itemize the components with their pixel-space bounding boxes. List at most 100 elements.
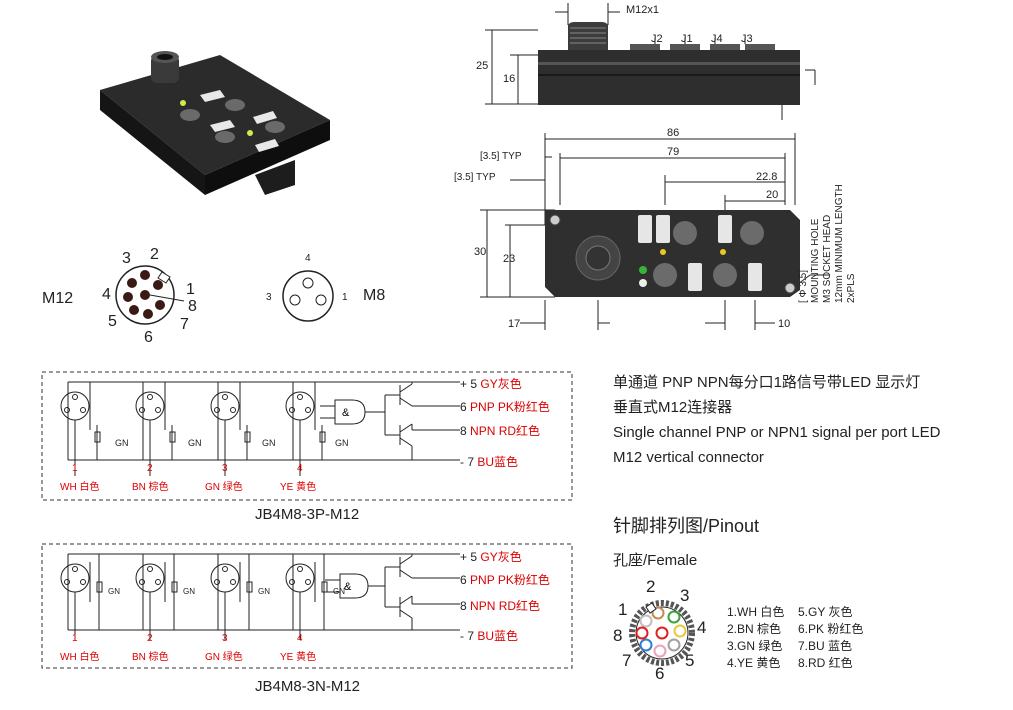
mounting-line-4: 12mm MINIMUM LENGTH bbox=[834, 184, 845, 303]
schematic2-port-1: 1 bbox=[72, 633, 78, 644]
legend-item: 5.GY 灰色 bbox=[798, 605, 853, 619]
female-pin-hole-6 bbox=[653, 644, 667, 658]
schematic1-led-2: GN bbox=[188, 438, 202, 448]
schematic1-port-4: 4 bbox=[297, 463, 303, 474]
top-typ-2: [3.5] TYP bbox=[454, 172, 496, 183]
schematic2-color-1: WH 白色 bbox=[60, 652, 100, 663]
legend-item: 1.WH 白色 bbox=[727, 605, 785, 619]
female-pin-hole-5 bbox=[667, 638, 681, 652]
out-num: 8 bbox=[460, 424, 467, 438]
npn-gate-symbol: & bbox=[344, 581, 352, 593]
schematic1-out-7: - 7 BU蓝色 bbox=[460, 453, 518, 470]
mounting-line-5: 2xPLS bbox=[846, 273, 857, 303]
schematic-npn: & bbox=[41, 543, 573, 669]
m12-pin-7: 7 bbox=[180, 316, 189, 333]
legend-item: 8.RD 红色 bbox=[798, 656, 853, 670]
description: 单通道 PNP NPN每分口1路信号带LED 显示灯 垂直式M12连接器 Sin… bbox=[613, 372, 1003, 469]
out-label: GY灰色 bbox=[480, 550, 522, 564]
m8-pin-diagram bbox=[282, 270, 334, 322]
side-jack-j4: J4 bbox=[711, 33, 723, 45]
m8-pin-1: 1 bbox=[342, 292, 348, 303]
out-num: - 7 bbox=[460, 629, 475, 643]
mounting-line-3: M3 SOCKET HEAD bbox=[822, 214, 833, 303]
out-label: NPN RD红色 bbox=[470, 599, 541, 613]
female-pin-hole-center bbox=[655, 626, 669, 640]
schematic2-led-3: GN bbox=[258, 587, 270, 596]
description-line-1: 单通道 PNP NPN每分口1路信号带LED 显示灯 bbox=[613, 374, 921, 391]
top-dim-22-8: 22.8 bbox=[756, 171, 778, 183]
m12-pin-5: 5 bbox=[108, 313, 117, 330]
out-label: PNP PK粉红色 bbox=[470, 573, 550, 587]
out-num: 8 bbox=[460, 599, 467, 613]
schematic1-color-3: GN 绿色 bbox=[205, 482, 243, 493]
side-jack-j3: J3 bbox=[741, 33, 753, 45]
schematic1-led-1: GN bbox=[115, 438, 129, 448]
m12-pin-1: 1 bbox=[186, 281, 195, 298]
schematic2-port-4: 4 bbox=[297, 633, 303, 644]
female-pin-hole-1 bbox=[639, 614, 653, 628]
pnp-gate-symbol: & bbox=[342, 407, 350, 419]
schematic2-out-5: + 5 GY灰色 bbox=[460, 548, 522, 565]
top-dim-86: 86 bbox=[667, 127, 680, 139]
m12-pin-diagram bbox=[115, 265, 185, 325]
schematic1-color-1: WH 白色 bbox=[60, 482, 100, 493]
side-view-drawing bbox=[485, 3, 816, 120]
top-dim-10: 10 bbox=[778, 318, 791, 330]
schematic2-led-2: GN bbox=[183, 587, 195, 596]
side-dim-25: 25 bbox=[476, 60, 489, 72]
female-pin-5: 5 bbox=[685, 651, 695, 670]
mounting-note: [ Φ 3.5] MOUNTING HOLE M3 SOCKET HEAD 12… bbox=[798, 184, 858, 303]
top-typ-1: [3.5] TYP bbox=[480, 151, 522, 162]
m8-label: M8 bbox=[363, 287, 386, 304]
schematic1-out-8: 8 NPN RD红色 bbox=[460, 422, 540, 439]
schematic2-caption: JB4M8-3N-M12 bbox=[255, 678, 361, 695]
product-photo bbox=[100, 51, 330, 195]
schematic1-port-2: 2 bbox=[147, 463, 153, 474]
out-label: PNP PK粉红色 bbox=[470, 400, 550, 414]
female-pin-hole-4 bbox=[673, 624, 687, 638]
top-dim-79: 79 bbox=[667, 146, 680, 158]
top-dim-17: 17 bbox=[508, 318, 521, 330]
legend-item: 6.PK 粉红色 bbox=[798, 622, 864, 636]
top-dim-23: 23 bbox=[503, 253, 516, 265]
m12-pin-2: 2 bbox=[150, 246, 159, 263]
description-line-4: M12 vertical connector bbox=[613, 449, 764, 466]
schematic1-color-2: BN 棕色 bbox=[132, 482, 169, 493]
schematic2-out-8: 8 NPN RD红色 bbox=[460, 597, 540, 614]
out-num: 6 bbox=[460, 573, 467, 587]
female-pin-7: 7 bbox=[622, 651, 632, 670]
m12-pin-8: 8 bbox=[188, 298, 197, 315]
schematic2-port-2: 2 bbox=[147, 633, 153, 644]
female-pin-8: 8 bbox=[613, 626, 623, 645]
out-label: NPN RD红色 bbox=[470, 424, 541, 438]
mounting-line-2: MOUNTING HOLE bbox=[810, 218, 821, 303]
out-num: 6 bbox=[460, 400, 467, 414]
side-thread-label: M12x1 bbox=[626, 4, 660, 16]
schematic2-color-3: GN 绿色 bbox=[205, 652, 243, 663]
female-pin-4: 4 bbox=[697, 618, 707, 637]
side-jack-j2: J2 bbox=[651, 33, 663, 45]
pin-legend-right: 5.GY 灰色 6.PK 粉红色 7.BU 蓝色 8.RD 红色 bbox=[798, 604, 863, 672]
female-pin-1: 1 bbox=[618, 600, 628, 619]
mounting-line-1: [ Φ 3.5] bbox=[798, 270, 809, 303]
side-jack-j1: J1 bbox=[681, 33, 693, 45]
schematic-pnp: & bbox=[41, 371, 573, 501]
pinout-title: 针脚排列图/Pinout bbox=[613, 516, 760, 536]
female-pin-2: 2 bbox=[646, 577, 656, 596]
schematic2-color-4: YE 黄色 bbox=[280, 652, 317, 663]
female-pin-3: 3 bbox=[680, 586, 690, 605]
schematic2-out-7: - 7 BU蓝色 bbox=[460, 627, 518, 644]
legend-item: 3.GN 绿色 bbox=[727, 639, 783, 653]
schematic1-led-4: GN bbox=[335, 438, 349, 448]
side-dim-16: 16 bbox=[503, 73, 516, 85]
out-label: BU蓝色 bbox=[477, 455, 519, 469]
top-dim-30: 30 bbox=[474, 246, 487, 258]
schematic1-color-4: YE 黄色 bbox=[280, 482, 317, 493]
female-pinout-diagram bbox=[629, 600, 695, 666]
m12-pin-4: 4 bbox=[102, 286, 111, 303]
m8-pin-3: 3 bbox=[266, 292, 272, 303]
m12-pin-6: 6 bbox=[144, 329, 153, 346]
pin-legend-left: 1.WH 白色 2.BN 棕色 3.GN 绿色 4.YE 黄色 bbox=[727, 604, 784, 672]
female-pin-hole-8 bbox=[635, 626, 649, 640]
female-pin-hole-2 bbox=[651, 606, 665, 620]
